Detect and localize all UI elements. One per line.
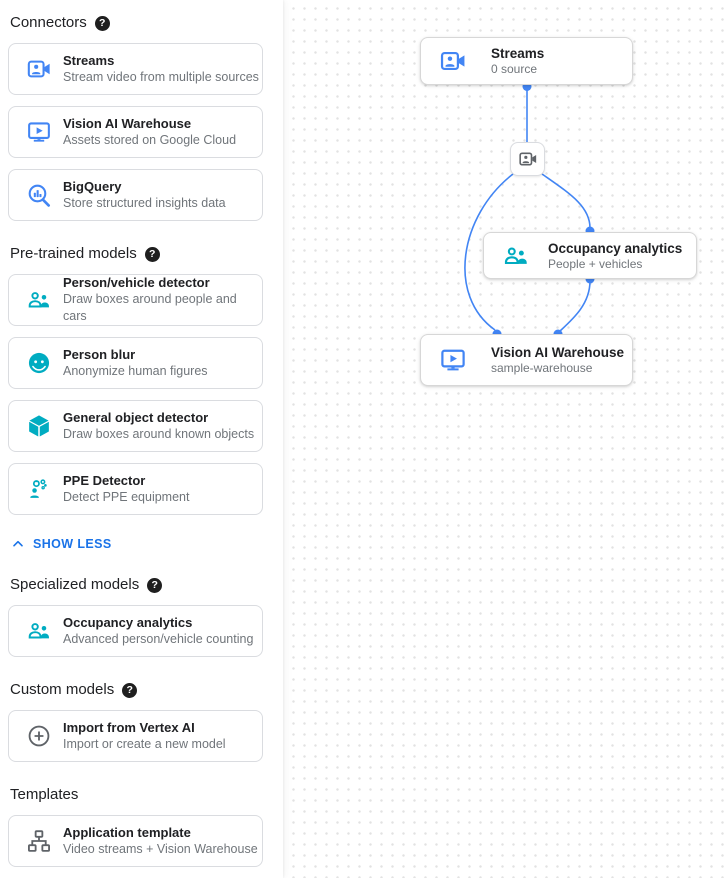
card-subtitle: Detect PPE equipment (63, 489, 190, 504)
sidebar-card-person-vehicle-detector[interactable]: Person/vehicle detector Draw boxes aroun… (8, 274, 263, 326)
card-title: Occupancy analytics (63, 614, 193, 630)
help-icon[interactable]: ? (144, 246, 160, 262)
card-title: Person blur (63, 346, 136, 362)
show-less-button[interactable]: SHOW LESS (10, 536, 263, 552)
section-title-label: Specialized models (10, 576, 140, 593)
canvas-node-streams[interactable]: Streams 0 source (420, 37, 633, 85)
sidebar-card-bigquery[interactable]: BigQuery Store structured insights data (8, 169, 263, 221)
video-camera-icon (26, 56, 52, 82)
section-title-label: Pre-trained models (10, 245, 137, 262)
smart-display-icon (439, 346, 467, 374)
card-title: Person/vehicle detector (63, 275, 210, 290)
help-icon[interactable]: ? (122, 682, 138, 698)
card-subtitle: Draw boxes around known objects (63, 426, 255, 441)
video-camera-icon (518, 149, 538, 169)
people-icon (26, 287, 52, 313)
sidebar-card-vision-ai-warehouse[interactable]: Vision AI Warehouse Assets stored on Goo… (8, 106, 263, 158)
card-subtitle: Store structured insights data (63, 195, 226, 210)
card-subtitle: Assets stored on Google Cloud (63, 132, 237, 147)
section-title-label: Connectors (10, 14, 87, 31)
card-title: BigQuery (63, 178, 122, 194)
card-subtitle: Import or create a new model (63, 736, 226, 751)
card-subtitle: Advanced person/vehicle counting (63, 631, 254, 646)
section-header-pretrained-models: Pre-trained models ? (10, 245, 261, 263)
canvas-node-vision-ai-warehouse[interactable]: Vision AI Warehouse sample-warehouse (420, 334, 633, 386)
sitemap-icon (26, 828, 52, 854)
graph-canvas[interactable]: Streams 0 source Occupancy analytics Peo… (285, 0, 725, 878)
show-less-label: SHOW LESS (33, 537, 112, 551)
edge-camera-to-warehouse[interactable] (464, 173, 514, 331)
sidebar-card-application-template[interactable]: Application template Video streams + Vis… (8, 815, 263, 867)
card-subtitle: Stream video from multiple sources (63, 69, 259, 84)
smart-display-icon (26, 119, 52, 145)
edge-occupancy-to-warehouse[interactable] (559, 280, 591, 332)
sidebar-card-person-blur[interactable]: Person blur Anonymize human figures (8, 337, 263, 389)
people-icon (502, 242, 530, 270)
node-subtitle: People + vehicles (548, 256, 643, 271)
card-title: General object detector (63, 409, 209, 425)
card-subtitle: Anonymize human figures (63, 363, 208, 378)
card-title: Streams (63, 52, 115, 68)
sidebar-card-streams[interactable]: Streams Stream video from multiple sourc… (8, 43, 263, 95)
node-title: Vision AI Warehouse (491, 345, 625, 360)
canvas-node-occupancy-analytics[interactable]: Occupancy analytics People + vehicles (483, 232, 697, 279)
edge-camera-to-occupancy[interactable] (541, 173, 591, 229)
face-icon (26, 350, 52, 376)
card-title: Import from Vertex AI (63, 719, 195, 735)
section-header-custom-models: Custom models ? (10, 681, 261, 699)
card-title: PPE Detector (63, 472, 146, 488)
help-icon[interactable]: ? (94, 15, 110, 31)
sidebar-card-occupancy-analytics[interactable]: Occupancy analytics Advanced person/vehi… (8, 605, 263, 657)
cube-icon (26, 413, 52, 439)
card-title: Application template (63, 824, 191, 840)
chevron-up-icon (10, 536, 26, 552)
people-icon (26, 618, 52, 644)
card-subtitle: Video streams + Vision Warehouse (63, 841, 258, 856)
bigquery-icon (26, 182, 52, 208)
node-title: Occupancy analytics (548, 240, 683, 256)
card-subtitle: Draw boxes around people and cars (63, 292, 237, 323)
canvas-node-camera[interactable] (510, 142, 545, 176)
section-header-specialized-models: Specialized models ? (10, 576, 261, 594)
sidebar-card-general-object-detector[interactable]: General object detector Draw boxes aroun… (8, 400, 263, 452)
node-subtitle: sample-warehouse (491, 361, 593, 375)
section-title-label: Templates (10, 786, 79, 803)
node-title: Streams (491, 46, 545, 61)
ppe-icon (26, 476, 52, 502)
video-camera-icon (439, 47, 467, 75)
component-sidebar: Connectors ? Streams Stream video from m… (0, 0, 283, 878)
help-icon[interactable]: ? (147, 577, 163, 593)
section-header-connectors: Connectors ? (10, 14, 261, 32)
node-subtitle: 0 source (491, 62, 538, 76)
sidebar-card-ppe-detector[interactable]: PPE Detector Detect PPE equipment (8, 463, 263, 515)
add-circle-icon (26, 723, 52, 749)
flow-edges (464, 82, 595, 339)
sidebar-card-import-from-vertex-ai[interactable]: Import from Vertex AI Import or create a… (8, 710, 263, 762)
section-header-templates: Templates (10, 786, 261, 804)
card-title: Vision AI Warehouse (63, 115, 192, 131)
section-title-label: Custom models (10, 681, 115, 698)
